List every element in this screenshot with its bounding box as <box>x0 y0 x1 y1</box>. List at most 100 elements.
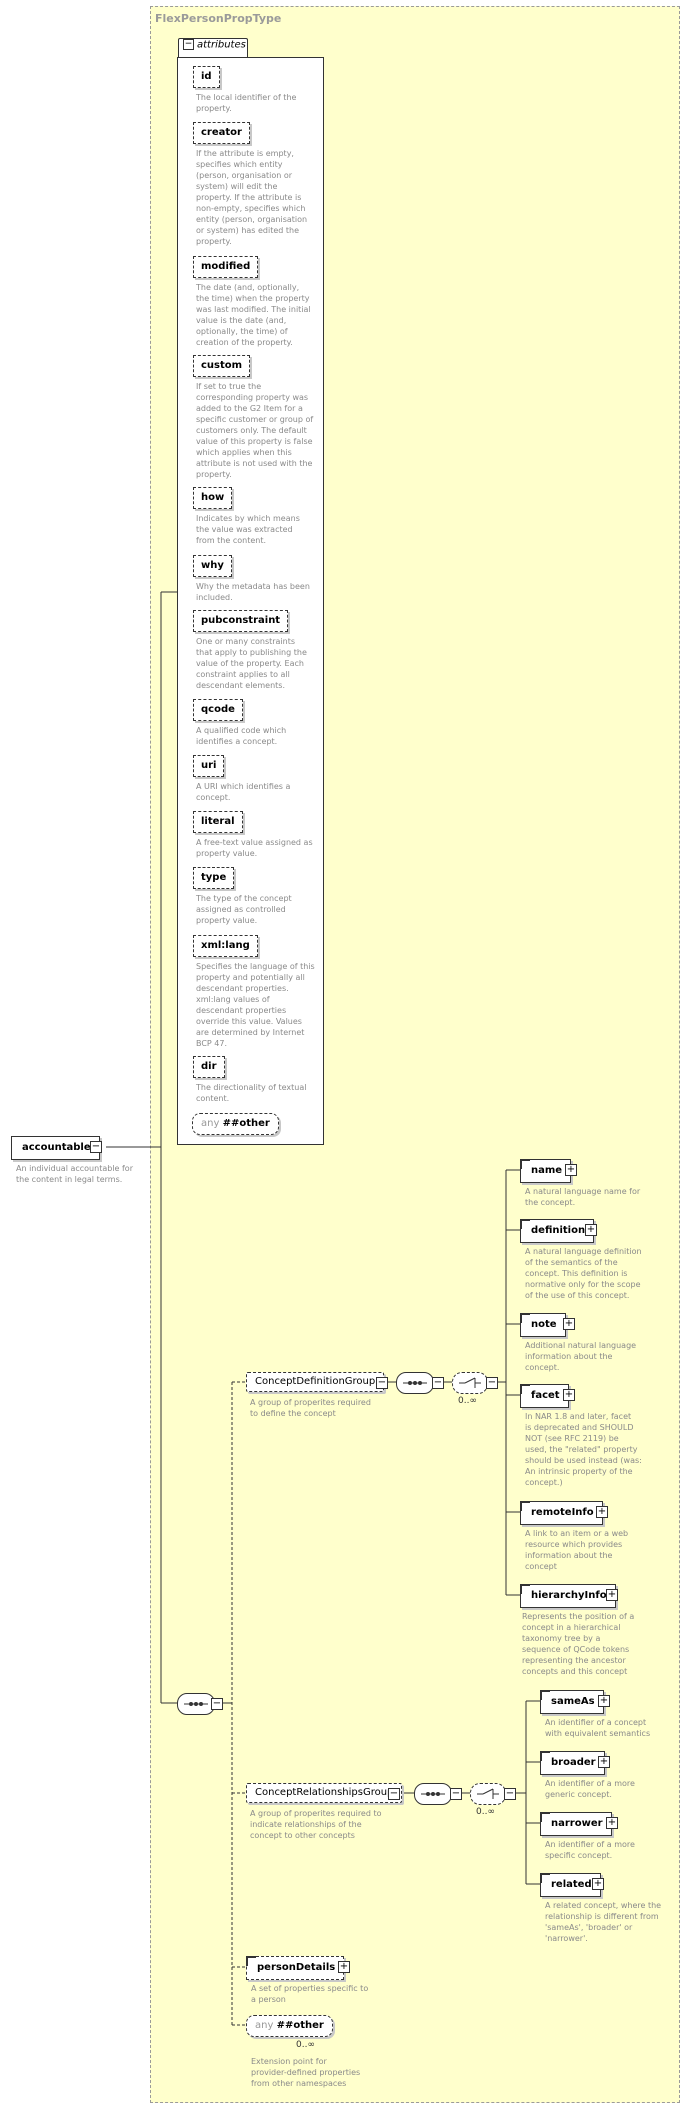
attribute-modified-description: The date (and, optionally, the time) whe… <box>196 283 311 347</box>
collapse-icon[interactable]: − <box>388 1788 400 1800</box>
attribute-uri[interactable]: uri <box>193 755 225 777</box>
group-concept-definition[interactable]: ConceptDefinitionGroup <box>246 1372 385 1392</box>
cardinality-label: 0..∞ <box>296 2040 315 2050</box>
element-remoteinfo-label: remoteInfo <box>531 1507 594 1518</box>
choice-switch-icon <box>459 1377 481 1388</box>
any-keyword: any <box>255 2020 274 2031</box>
collapse-icon[interactable]: − <box>432 1377 444 1389</box>
attribute-type-description: The type of the concept assigned as cont… <box>196 894 292 925</box>
element-related[interactable]: related <box>540 1873 601 1897</box>
element-hierarchyinfo-description: Represents the position of a concept in … <box>522 1612 635 1676</box>
attribute-dir-description: The directionality of textual content. <box>196 1083 307 1103</box>
sequence-compositor-icon[interactable] <box>414 1783 452 1805</box>
attribute-why[interactable]: why <box>193 555 232 577</box>
any-keyword: any <box>201 1118 220 1129</box>
attribute-dir[interactable]: dir <box>193 1056 225 1078</box>
element-persondetails[interactable]: personDetails <box>246 1956 345 1980</box>
group-concept-definition-description: A group of properites required to define… <box>250 1398 371 1418</box>
cardinality-label: 0..∞ <box>458 1396 477 1406</box>
element-facet-label: facet <box>531 1390 560 1401</box>
attributes-panel <box>177 57 324 1145</box>
element-facet[interactable]: facet <box>520 1384 569 1408</box>
any-namespace: ##other <box>222 1118 270 1129</box>
sequence-compositor-icon[interactable] <box>177 1693 215 1715</box>
attribute-pubconstraint[interactable]: pubconstraint <box>193 610 289 632</box>
element-definition-label: definition <box>531 1225 586 1236</box>
type-title: FlexPersonPropType <box>155 12 282 25</box>
element-sameas[interactable]: sameAs <box>540 1690 604 1714</box>
attribute-why-description: Why the metadata has been included. <box>196 582 310 602</box>
attribute-xml-lang-description: Specifies the language of this property … <box>196 962 315 1048</box>
element-broader-description: An identifier of a more generic concept. <box>545 1779 635 1799</box>
sequence-dots-icon <box>403 1381 427 1385</box>
collapse-icon[interactable]: − <box>183 39 194 50</box>
choice-switch-icon <box>477 1788 499 1799</box>
element-remoteinfo-description: A link to an item or a web resource whic… <box>525 1529 629 1571</box>
choice-compositor-icon[interactable] <box>470 1783 506 1805</box>
element-definition[interactable]: definition <box>520 1219 595 1243</box>
group-concept-relationships[interactable]: ConceptRelationshipsGroup <box>246 1783 403 1803</box>
expand-icon[interactable]: + <box>563 1389 575 1401</box>
sequence-dots-icon <box>421 1792 445 1796</box>
element-remoteinfo[interactable]: remoteInfo <box>520 1501 603 1525</box>
attribute-id[interactable]: id <box>193 66 220 88</box>
root-element-label: accountable <box>22 1142 91 1153</box>
attributes-label: attributes <box>197 39 246 51</box>
group-concept-relationships-description: A group of properites required to indica… <box>250 1809 382 1840</box>
collapse-icon[interactable]: − <box>90 1141 102 1153</box>
expand-icon[interactable]: + <box>596 1506 608 1518</box>
collapse-icon[interactable]: − <box>486 1377 498 1389</box>
expand-icon[interactable]: + <box>606 1589 618 1601</box>
element-narrower-description: An identifier of a more specific concept… <box>545 1840 635 1860</box>
attribute-modified[interactable]: modified <box>193 256 259 278</box>
element-note-label: note <box>531 1319 557 1330</box>
sequence-compositor-icon[interactable] <box>396 1372 434 1394</box>
element-persondetails-description: A set of properties specific to a person <box>251 1984 369 2004</box>
expand-icon[interactable]: + <box>565 1164 577 1176</box>
attribute-creator[interactable]: creator <box>193 122 250 144</box>
attribute-pubconstraint-description: One or many constraints that apply to pu… <box>196 637 307 690</box>
attribute-custom[interactable]: custom <box>193 355 251 377</box>
element-hierarchyinfo[interactable]: hierarchyInfo <box>520 1584 616 1608</box>
attribute-qcode[interactable]: qcode <box>193 699 243 721</box>
expand-icon[interactable]: + <box>598 1695 610 1707</box>
element-facet-description: In NAR 1.8 and later, facet is deprecate… <box>525 1412 642 1487</box>
expand-icon[interactable]: + <box>598 1756 610 1768</box>
element-sameas-label: sameAs <box>551 1696 595 1707</box>
choice-compositor-icon[interactable] <box>452 1372 488 1394</box>
collapse-icon[interactable]: − <box>376 1377 388 1389</box>
expand-icon[interactable]: + <box>338 1961 350 1973</box>
element-definition-description: A natural language definition of the sem… <box>525 1247 642 1300</box>
element-narrower[interactable]: narrower <box>540 1812 612 1836</box>
element-broader-label: broader <box>551 1757 596 1768</box>
root-element-accountable[interactable]: accountable <box>11 1136 100 1160</box>
expand-icon[interactable]: + <box>606 1817 618 1829</box>
attribute-type[interactable]: type <box>193 867 235 889</box>
attribute-id-description: The local identifier of the property. <box>196 93 297 113</box>
element-name-description: A natural language name for the concept. <box>525 1187 641 1207</box>
element-name-label: name <box>531 1165 563 1176</box>
expand-icon[interactable]: + <box>585 1224 597 1236</box>
collapse-icon[interactable]: − <box>211 1698 223 1710</box>
attribute-literal[interactable]: literal <box>193 811 243 833</box>
element-related-label: related <box>551 1879 592 1890</box>
attribute-how-description: Indicates by which means the value was e… <box>196 514 300 545</box>
attribute-uri-description: A URI which identifies a concept. <box>196 782 291 802</box>
collapse-icon[interactable]: − <box>504 1788 516 1800</box>
extension-any-other[interactable]: any ##other <box>246 2015 333 2037</box>
element-related-description: A related concept, where the relationshi… <box>545 1901 662 1943</box>
element-note[interactable]: note <box>520 1313 566 1337</box>
expand-icon[interactable]: + <box>563 1318 575 1330</box>
expand-icon[interactable]: + <box>592 1878 604 1890</box>
element-broader[interactable]: broader <box>540 1751 605 1775</box>
attributes-tab[interactable]: −attributes <box>178 38 248 57</box>
attribute-how[interactable]: how <box>193 487 233 509</box>
attribute-custom-description: If set to true the corresponding propert… <box>196 382 314 479</box>
collapse-icon[interactable]: − <box>450 1788 462 1800</box>
attribute-literal-description: A free-text value assigned as property v… <box>196 838 313 858</box>
attribute-any-other[interactable]: any ##other <box>192 1113 279 1135</box>
attribute-xml-lang[interactable]: xml:lang <box>193 935 258 957</box>
element-narrower-label: narrower <box>551 1818 603 1829</box>
element-name[interactable]: name <box>520 1159 572 1183</box>
